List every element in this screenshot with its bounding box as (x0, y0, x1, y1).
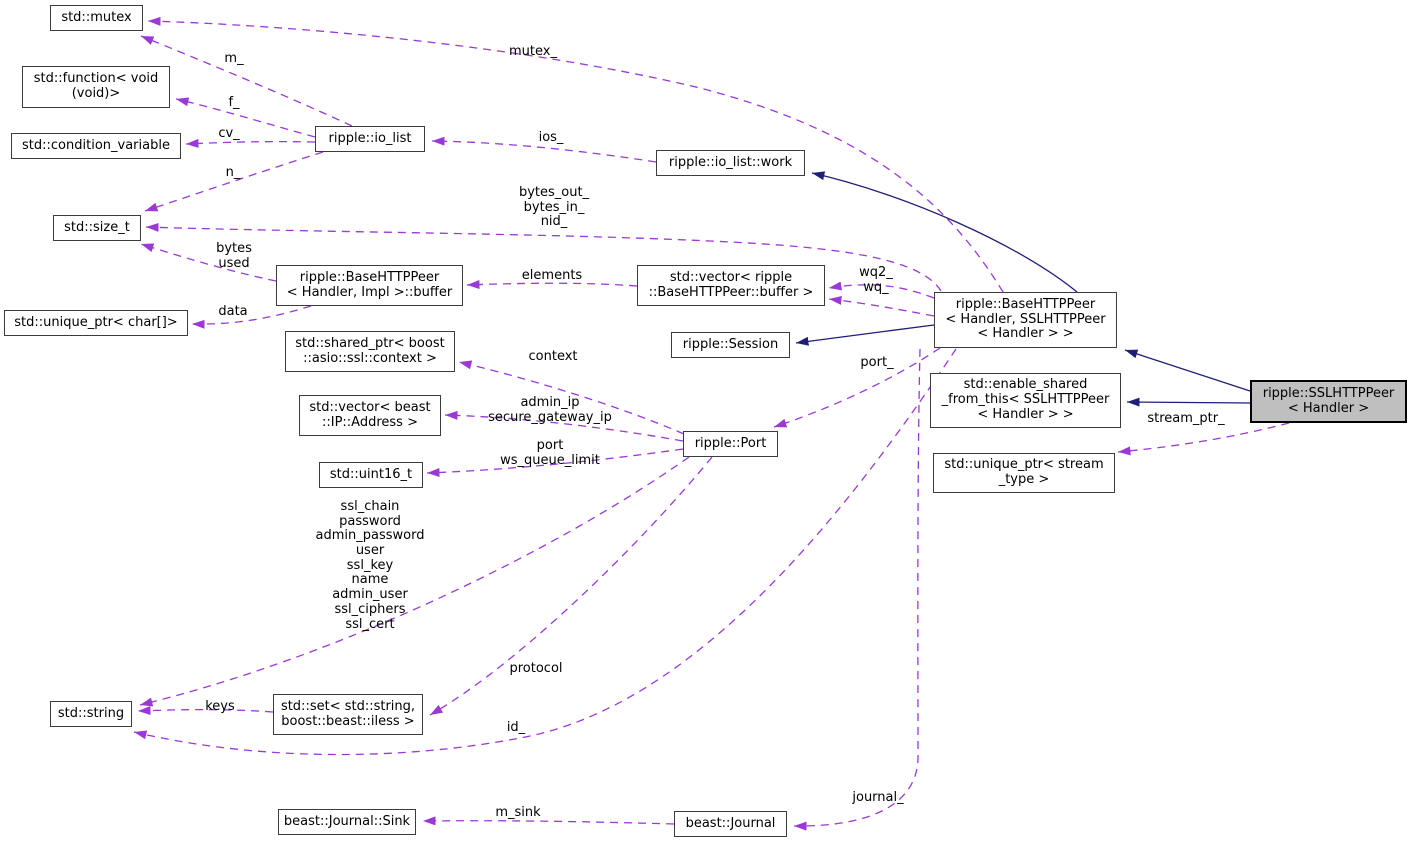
edge-label-f: f_ (228, 95, 240, 110)
edge-label-bytes-used: bytes used (216, 241, 252, 271)
node-std-function-void[interactable]: std::function< void (void)> (22, 66, 170, 108)
edge-label-wq: wq2_ wq_ (859, 265, 893, 295)
edge-mutex (147, 16, 1004, 293)
node-std-shared-ptr-ssl-context[interactable]: std::shared_ptr< boost ::asio::ssl::cont… (285, 331, 455, 372)
edge-inherit-basehttppeer (1124, 349, 1251, 392)
edge-stream-ptr (1117, 422, 1290, 456)
edge-label-journal: journal_ (852, 790, 904, 805)
edge-label-data: data (218, 304, 248, 319)
node-std-set-iless[interactable]: std::set< std::string, boost::beast::ile… (273, 694, 423, 735)
edge-journal (793, 348, 921, 831)
edge-m-sink (422, 816, 675, 826)
edge-inherit-work (811, 171, 1078, 293)
edge-cv (185, 138, 316, 148)
edge-label-port-ws: port ws_queue_limit (500, 438, 600, 468)
edge-port (773, 347, 941, 428)
node-std-enable-shared-from-this[interactable]: std::enable_shared _from_this< SSLHTTPPe… (930, 373, 1121, 428)
edge-label-protocol: protocol (509, 661, 563, 676)
edge-protocol (429, 456, 713, 716)
node-std-unique-ptr-char[interactable]: std::unique_ptr< char[]> (4, 310, 188, 336)
node-std-unique-ptr-stream[interactable]: std::unique_ptr< stream _type > (933, 453, 1115, 493)
edge-n (144, 151, 324, 212)
node-ripple-basehttppeer[interactable]: ripple::BaseHTTPPeer < Handler, SSLHTTPP… (934, 292, 1117, 348)
edge-id (133, 348, 957, 756)
edge-bytes-used (140, 243, 277, 282)
edge-keys (137, 706, 274, 716)
edge-m (140, 35, 353, 127)
edge-label-mutex: mutex_ (509, 44, 557, 59)
edge-bytes-nid (145, 222, 942, 292)
edge-label-stream-ptr: stream_ptr_ (1147, 411, 1225, 426)
node-ripple-port[interactable]: ripple::Port (683, 431, 778, 457)
edge-label-m-sink: m_sink (495, 805, 541, 820)
node-basehttppeer-buffer[interactable]: ripple::BaseHTTPPeer < Handler, Impl >::… (276, 265, 463, 306)
edge-context (458, 360, 685, 435)
edge-wq (828, 295, 935, 317)
edge-label-m: m_ (224, 51, 244, 66)
edge-label-bytes-nid: bytes_out_ bytes_in_ nid_ (518, 185, 590, 230)
edge-f (175, 97, 316, 138)
edge-label-cv: cv_ (218, 126, 240, 141)
edge-label-elements: elements (521, 268, 583, 283)
edge-label-ssl-chain-group: ssl_chain password admin_password user s… (315, 499, 425, 632)
node-ripple-session[interactable]: ripple::Session (671, 332, 790, 358)
node-beast-journal[interactable]: beast::Journal (674, 811, 787, 837)
edge-ssl-chain (139, 456, 690, 707)
edge-admin-ip (444, 410, 684, 442)
node-ripple-io-list[interactable]: ripple::io_list (315, 126, 425, 152)
node-std-condition-variable[interactable]: std::condition_variable (11, 133, 181, 159)
edge-label-id: id_ (506, 720, 526, 735)
node-std-uint16-t[interactable]: std::uint16_t (319, 462, 423, 488)
node-beast-journal-sink[interactable]: beast::Journal::Sink (278, 809, 416, 835)
node-std-mutex[interactable]: std::mutex (50, 5, 143, 31)
edge-data (191, 305, 312, 329)
edge-port-ws (426, 448, 684, 478)
node-std-vector-ip-address[interactable]: std::vector< beast ::IP::Address > (299, 395, 441, 436)
node-std-string[interactable]: std::string (50, 701, 132, 727)
edge-label-n: n_ (225, 165, 241, 180)
edge-inherit-session (795, 324, 935, 346)
edge-label-context: context (528, 349, 578, 364)
edge-inherit-enable-shared (1126, 397, 1251, 407)
edge-label-keys: keys (205, 699, 235, 714)
node-std-vector-buffer[interactable]: std::vector< ripple ::BaseHTTPPeer::buff… (637, 265, 825, 306)
edge-label-port: port_ (860, 355, 894, 370)
node-ripple-sslhttppeer: ripple::SSLHTTPPeer < Handler > (1250, 380, 1407, 423)
edge-label-ios: ios_ (538, 130, 564, 145)
edge-elements (466, 280, 638, 290)
node-ripple-io-list-work[interactable]: ripple::io_list::work (656, 150, 805, 176)
edge-label-admin-ip: admin_ip secure_gateway_ip (488, 395, 612, 425)
node-std-size-t[interactable]: std::size_t (53, 215, 141, 241)
edge-ios (431, 136, 657, 163)
